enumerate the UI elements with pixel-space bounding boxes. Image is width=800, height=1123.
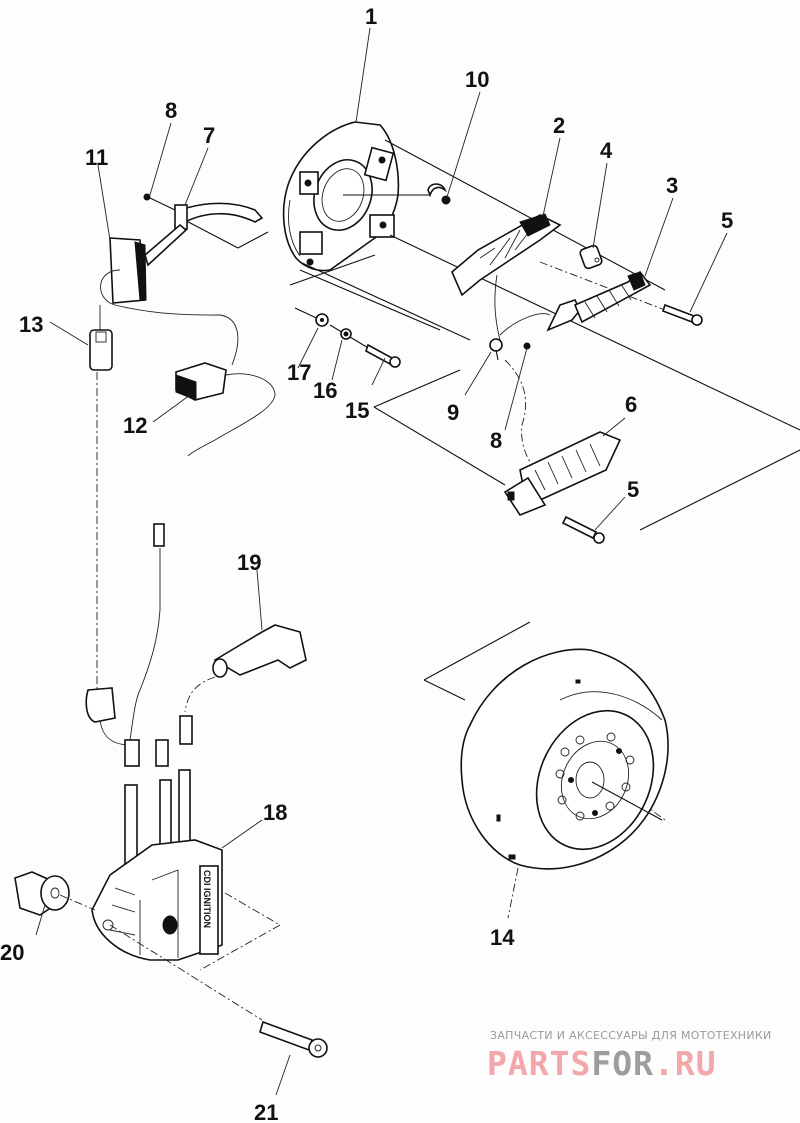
callout-16: 16 bbox=[313, 378, 337, 403]
bushing bbox=[14, 871, 96, 916]
flywheel bbox=[460, 648, 669, 919]
callout-5-lower: 5 bbox=[627, 477, 639, 502]
callout-13: 13 bbox=[19, 312, 43, 337]
stator-plate bbox=[282, 121, 400, 272]
watermark-logo-parts: PARTS bbox=[487, 1044, 592, 1083]
washer-17 bbox=[315, 313, 329, 327]
callout-19: 19 bbox=[237, 550, 261, 575]
callout-7: 7 bbox=[203, 123, 215, 148]
lock-washer-16 bbox=[340, 328, 352, 340]
screw-10 bbox=[427, 183, 451, 205]
callout-8-lower: 8 bbox=[490, 428, 502, 453]
callout-3: 3 bbox=[666, 173, 678, 198]
exciter-coil bbox=[503, 431, 622, 516]
charge-coil bbox=[451, 213, 562, 297]
wire-harness bbox=[99, 193, 264, 366]
flywheel-holes bbox=[555, 732, 635, 821]
callout-9: 9 bbox=[447, 400, 459, 425]
watermark-logo-ru: .RU bbox=[653, 1044, 717, 1083]
callouts: 1 2 3 4 5 5 6 7 8 8 9 10 11 12 13 14 15 … bbox=[0, 4, 733, 1123]
spark-plug-cap bbox=[179, 624, 307, 745]
callout-6: 6 bbox=[625, 392, 637, 417]
screw-upper bbox=[661, 303, 703, 326]
spacer bbox=[579, 244, 603, 270]
callout-21: 21 bbox=[254, 1100, 278, 1123]
callout-10: 10 bbox=[465, 67, 489, 92]
callout-1: 1 bbox=[365, 4, 377, 29]
callout-20: 20 bbox=[0, 940, 24, 965]
callout-8-upper: 8 bbox=[165, 98, 177, 123]
watermark-tagline: ЗАПЧАСТИ И АКСЕССУАРЫ ДЛЯ МОТОТЕХНИКИ bbox=[490, 1029, 772, 1042]
callout-5-upper: 5 bbox=[721, 208, 733, 233]
watermark-logo-for: FOR bbox=[591, 1044, 654, 1083]
bolt-21 bbox=[109, 924, 328, 1058]
lighting-coil bbox=[546, 270, 652, 332]
lower-wiring bbox=[85, 523, 165, 767]
callout-18: 18 bbox=[263, 800, 287, 825]
cdi-label: CDI IGNITION bbox=[202, 870, 212, 928]
cdi-ignition-unit: CDI IGNITION bbox=[91, 739, 281, 971]
terminal bbox=[489, 274, 551, 466]
module-12 bbox=[175, 362, 276, 457]
callout-12: 12 bbox=[123, 413, 147, 438]
leader-lines bbox=[35, 27, 728, 1096]
screw-15 bbox=[365, 343, 401, 368]
callout-14: 14 bbox=[490, 925, 515, 950]
watermark-logo: PARTSFOR.RU bbox=[487, 1044, 717, 1083]
callout-11: 11 bbox=[85, 145, 108, 170]
assembly-lines bbox=[174, 139, 800, 821]
callout-4: 4 bbox=[600, 138, 613, 163]
callout-2: 2 bbox=[553, 113, 565, 138]
connector-13 bbox=[89, 329, 113, 690]
screw-lower bbox=[561, 515, 605, 544]
callout-15: 15 bbox=[345, 398, 369, 423]
callout-17: 17 bbox=[287, 360, 311, 385]
